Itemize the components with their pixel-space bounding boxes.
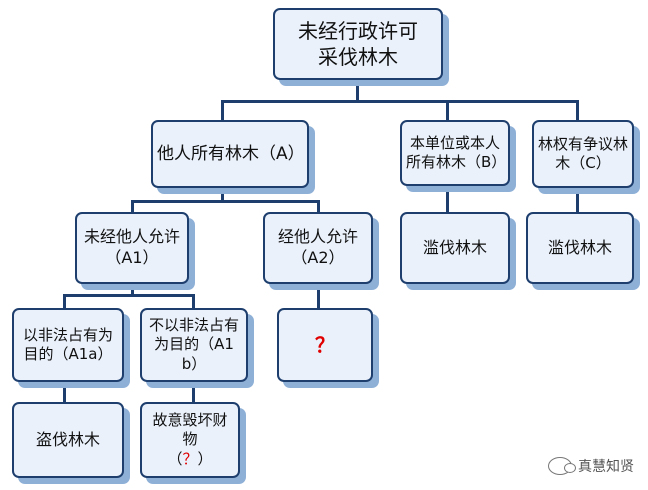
property-damage-close-paren: ） [197, 449, 213, 468]
own-trees-result-label: 滥伐林木 [422, 237, 487, 257]
connector-line [317, 200, 320, 212]
connector-line [317, 284, 320, 308]
connector-line [221, 100, 224, 120]
chat-bubble-icon [548, 457, 576, 475]
without-permission-label: 未经他人允许（A1） [83, 227, 180, 267]
connector-line [446, 100, 449, 120]
connector-line [63, 294, 66, 308]
disputed-trees-node: 林权有争议林木（C） [532, 120, 634, 188]
connector-line [221, 188, 224, 202]
watermark-text: 真慧知贤 [578, 459, 634, 475]
property-damage-node: 故意毁坏财物 （？） [140, 402, 240, 478]
disputed-trees-label: 林权有争议林木（C） [538, 134, 629, 173]
root-node: 未经行政许可 采伐林木 [273, 8, 443, 80]
non-possession-purpose-label: 不以非法占有为目的（A1b） [148, 315, 239, 373]
connector-line [576, 188, 579, 212]
with-permission-label: 经他人允许（A2） [277, 227, 358, 267]
connector-line [131, 200, 134, 212]
connector-line [63, 382, 66, 402]
connector-line [446, 186, 449, 212]
others-owned-trees-label: 他人所有林木（A） [157, 143, 305, 164]
property-damage-question-mark: ？ [182, 449, 198, 468]
own-trees-node: 本单位或本人所有林木（B） [400, 120, 510, 186]
with-permission-result-node: ？ [277, 308, 373, 382]
connector-line [192, 382, 195, 402]
without-permission-node: 未经他人允许（A1） [75, 212, 189, 284]
illegal-possession-purpose-node: 以非法占有为目的（A1a） [12, 308, 124, 382]
disputed-trees-result-node: 滥伐林木 [526, 212, 634, 284]
unknown-result-mark: ？ [315, 333, 335, 357]
others-owned-trees-node: 他人所有林木（A） [151, 120, 309, 188]
non-possession-purpose-node: 不以非法占有为目的（A1b） [140, 308, 248, 382]
connector-line [63, 294, 195, 297]
connector-line [221, 100, 579, 103]
own-trees-result-node: 滥伐林木 [400, 212, 510, 284]
watermark: 真慧知贤 [548, 456, 634, 476]
connector-line [192, 294, 195, 308]
disputed-trees-result-label: 滥伐林木 [547, 237, 612, 257]
timber-theft-node: 盗伐林木 [12, 402, 124, 478]
root-node-label: 未经行政许可 采伐林木 [298, 19, 418, 69]
own-trees-label: 本单位或本人所有林木（B） [406, 133, 507, 172]
connector-line [576, 100, 579, 120]
property-damage-label: 故意毁坏财物 （ [152, 410, 228, 468]
connector-line [131, 200, 320, 203]
connector-line [356, 80, 359, 102]
timber-theft-label: 盗伐林木 [35, 429, 100, 449]
with-permission-node: 经他人允许（A2） [263, 212, 373, 284]
illegal-possession-purpose-label: 以非法占有为目的（A1a） [22, 325, 113, 364]
connector-line [131, 284, 134, 296]
